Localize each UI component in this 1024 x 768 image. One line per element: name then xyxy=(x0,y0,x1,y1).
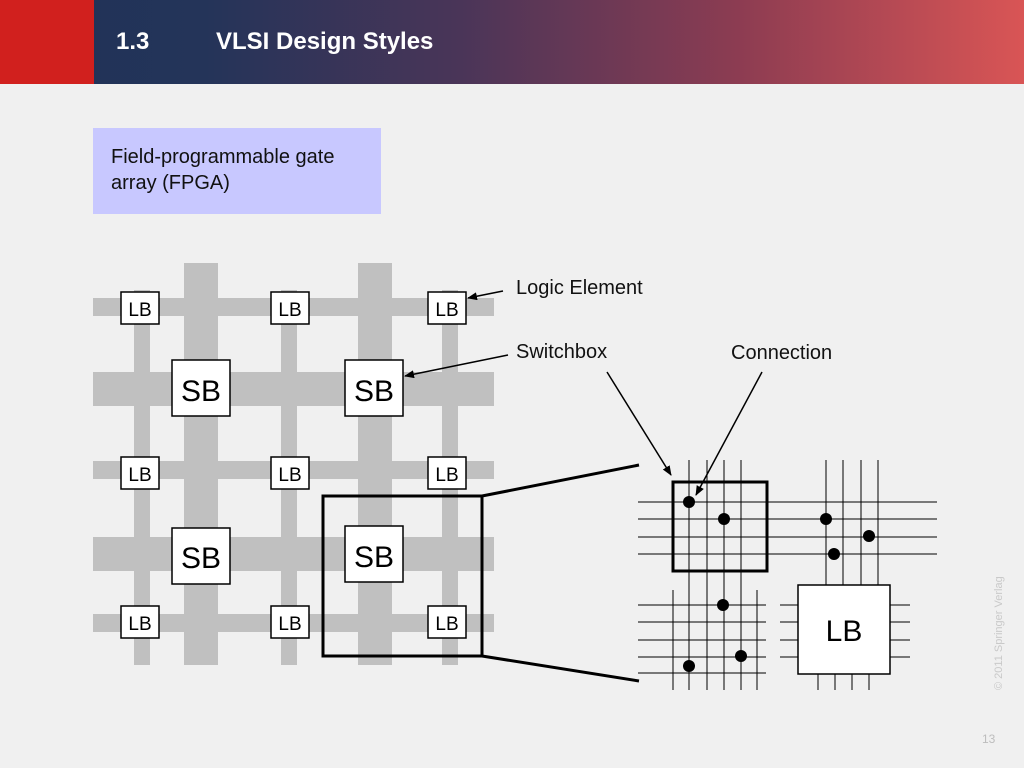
switchbox: SB xyxy=(171,359,231,417)
lb-label: LB xyxy=(278,614,301,635)
logic-blocks: LB LB LB LB LB LB LB LB xyxy=(120,291,467,639)
sb-label: SB xyxy=(181,375,221,408)
logic-block: LB xyxy=(120,605,160,639)
connection-dot xyxy=(820,513,832,525)
logic-block: LB xyxy=(427,291,467,325)
sb-label: SB xyxy=(354,541,394,574)
header-accent-block xyxy=(0,0,94,84)
lb-label: LB xyxy=(128,465,151,486)
page-number: 13 xyxy=(982,732,996,746)
slide-header: 1.3 VLSI Design Styles xyxy=(0,0,1024,84)
zoomed-switchbox xyxy=(671,480,769,573)
lb-label: LB xyxy=(278,465,301,486)
lb-label: LB xyxy=(435,614,458,635)
lb-label: LB xyxy=(128,300,151,321)
switchbox-zoom-arrow xyxy=(606,371,672,476)
lb-label: LB xyxy=(435,300,458,321)
label-switchbox: Switchbox xyxy=(516,341,607,363)
logic-element-arrow xyxy=(467,290,504,301)
connection-dot xyxy=(735,650,747,662)
section-number: 1.3 xyxy=(116,28,150,55)
lb-label: LB xyxy=(128,614,151,635)
logic-block: LB xyxy=(120,456,160,490)
label-logic-element: Logic Element xyxy=(516,277,643,299)
label-connection: Connection xyxy=(731,342,832,364)
zoom-projection-line xyxy=(481,654,640,683)
connection-dot xyxy=(717,599,729,611)
zoomed-logic-block: LB xyxy=(797,584,891,675)
lb-label: LB xyxy=(435,465,458,486)
connection-arrow xyxy=(695,371,763,496)
logic-block: LB xyxy=(270,291,310,325)
connection-dot xyxy=(683,496,695,508)
fpga-callout-box: Field-programmable gate array (FPGA) xyxy=(93,128,381,214)
zoomed-lb-label: LB xyxy=(826,615,863,648)
copyright-notice: © 2011 Springer Verlag xyxy=(993,576,1005,690)
callout-line-1: Field-programmable gate xyxy=(111,146,335,168)
logic-block: LB xyxy=(270,456,310,490)
switchbox-arrow xyxy=(404,354,509,379)
switchbox: SB xyxy=(344,525,404,583)
sb-label: SB xyxy=(181,542,221,575)
zoomed-wires xyxy=(638,460,937,690)
logic-block: LB xyxy=(270,605,310,639)
connection-dot xyxy=(828,548,840,560)
switchbox: SB xyxy=(171,527,231,585)
connection-dot xyxy=(718,513,730,525)
logic-block: LB xyxy=(427,456,467,490)
switchbox: SB xyxy=(344,359,404,417)
sb-label: SB xyxy=(354,375,394,408)
logic-block: LB xyxy=(427,605,467,639)
zoom-projection-line xyxy=(481,463,640,498)
lb-label: LB xyxy=(278,300,301,321)
switchboxes: SB SB SB SB xyxy=(171,359,404,585)
slide-title: VLSI Design Styles xyxy=(216,28,434,55)
connection-dot xyxy=(683,660,695,672)
callout-line-2: array (FPGA) xyxy=(111,172,230,194)
logic-block: LB xyxy=(120,291,160,325)
connection-dot xyxy=(863,530,875,542)
zoom-selection-box xyxy=(321,494,484,658)
connection-dots xyxy=(683,496,875,672)
